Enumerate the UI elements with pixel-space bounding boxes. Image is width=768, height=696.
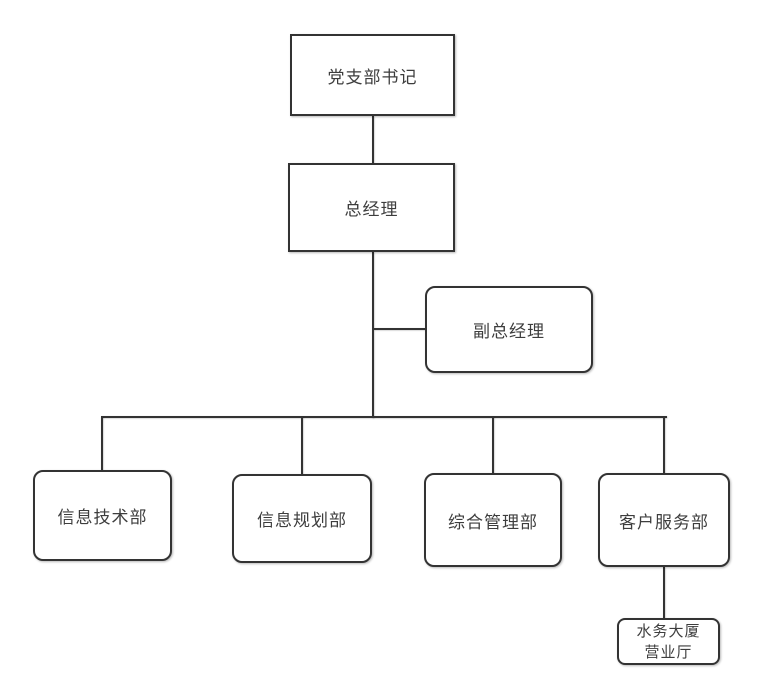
- node-party-branch-secretary[interactable]: 党支部书记: [290, 34, 455, 116]
- connector-party-secretary-to-general-manager: [372, 116, 374, 163]
- connector-customer-service-to-business-hall: [663, 567, 665, 619]
- node-general-manager[interactable]: 总经理: [288, 163, 455, 252]
- connector-to-information-technology-dept: [101, 417, 103, 471]
- connector-to-general-management-dept: [492, 417, 494, 474]
- node-label: 客户服务部: [619, 512, 709, 532]
- connector-departments-horizontal: [101, 416, 667, 418]
- node-deputy-general-manager[interactable]: 副总经理: [425, 286, 593, 373]
- node-general-management-dept[interactable]: 综合管理部: [424, 473, 562, 567]
- connector-to-information-planning-dept: [301, 417, 303, 475]
- connector-to-customer-service-dept: [663, 417, 665, 474]
- node-information-technology-dept[interactable]: 信息技术部: [33, 470, 172, 561]
- node-label-line-1: 水务大厦: [636, 622, 701, 640]
- node-label: 总经理: [344, 200, 399, 219]
- node-label: 信息技术部: [57, 508, 148, 527]
- connector-general-manager-trunk: [372, 252, 374, 418]
- node-label: 信息规划部: [257, 511, 347, 530]
- node-information-planning-dept[interactable]: 信息规划部: [232, 474, 372, 563]
- node-customer-service-dept[interactable]: 客户服务部: [598, 473, 730, 567]
- node-water-building-business-hall[interactable]: 水务大厦 营业厅: [617, 618, 720, 665]
- node-label: 综合管理部: [448, 512, 538, 532]
- node-label-line-2: 营业厅: [644, 643, 693, 661]
- node-label: 党支部书记: [327, 67, 418, 87]
- connector-to-deputy-general-manager: [374, 328, 425, 330]
- node-label: 副总经理: [473, 322, 545, 341]
